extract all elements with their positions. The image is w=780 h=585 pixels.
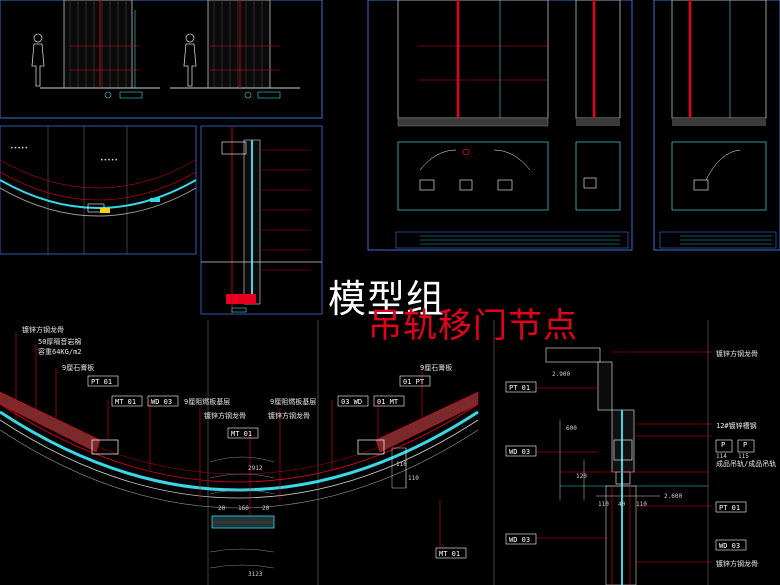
note-gypsum: 9厘石膏板 <box>62 363 94 372</box>
dim-110-a: 110 <box>396 461 407 468</box>
tag-mt-bottom <box>435 547 467 559</box>
br-elevation-2900: 2.900 <box>552 371 570 378</box>
bottom-left-annotations: 镀锌方钢龙骨 50厚隔音岩棉 容重64KG/m2 9厘石膏板 PT 01 MT … <box>22 325 467 578</box>
br-dim-110-b: 110 <box>636 501 647 508</box>
br-dim-40: 40 <box>618 501 626 508</box>
tag-mt-left <box>111 395 143 407</box>
tag-wd-left-label: WD 03 <box>151 398 172 406</box>
top-left-elevations <box>0 0 323 119</box>
br-note-track: 成品吊轨/成品吊轨 <box>716 459 776 468</box>
svg-text:•••••: ••••• <box>100 157 118 164</box>
br-tag-pt <box>505 381 537 393</box>
top-right-sheet-1 <box>367 0 633 251</box>
br-tag-wd-2-label: WD 03 <box>509 536 530 544</box>
br-tag-p114 <box>715 439 733 453</box>
br-note-channel: 12#镀锌槽钢 <box>716 421 757 430</box>
note-density: 容重64KG/m2 <box>38 347 82 356</box>
br-note-steel-keel: 镀锌方钢龙骨 <box>716 349 758 358</box>
tag-wd-right <box>337 395 369 407</box>
dim-110-b: 110 <box>408 475 419 482</box>
bottom-right-annotations: 镀锌方钢龙骨 2.900 PT 01 WD 03 600 12#镀锌槽钢 P 1… <box>505 349 776 568</box>
dim-20-b: 20 <box>262 505 270 512</box>
note-steel-keel: 镀锌方钢龙骨 <box>22 325 64 334</box>
br-tag-pt-label: PT 01 <box>509 384 530 392</box>
br-note-steel-keel-bottom: 镀锌方钢龙骨 <box>716 559 758 568</box>
human-figure-icon <box>183 33 197 87</box>
tag-mt-left-label: MT 01 <box>115 398 136 406</box>
watermark-text: 模型组 <box>328 277 446 321</box>
br-tag-wd-2 <box>505 533 537 545</box>
dim-3123: 3123 <box>248 571 263 578</box>
br-tag-p115-letter: P <box>743 441 747 449</box>
note-steel-keel-right: 镀锌方钢龙骨 <box>268 411 310 420</box>
note-steel-keel-center: 镀锌方钢龙骨 <box>204 411 246 420</box>
tag-pt-left-label: PT 01 <box>91 378 112 386</box>
tag-wd-left <box>147 395 179 407</box>
br-tag-wd-1-label: WD 03 <box>509 448 530 456</box>
br-tag-p115-num: 115 <box>738 453 749 460</box>
note-fire-board-left: 9厘阻燃板基层 <box>184 397 230 406</box>
bottom-right-track-section <box>493 320 712 585</box>
mid-vertical-section <box>200 125 323 315</box>
br-tag-p114-letter: P <box>721 441 725 449</box>
br-tag-p114-num: 114 <box>716 453 727 460</box>
svg-text:•••••: ••••• <box>10 145 28 152</box>
tag-mt-bottom-label: MT 01 <box>439 550 460 558</box>
tag-pt-right-label: 01 PT <box>403 378 425 386</box>
br-tag-wd-3 <box>715 539 747 551</box>
br-tag-pt-bottom-label: PT 01 <box>719 504 740 512</box>
tag-mt-right-label: 01 MT <box>377 398 399 406</box>
dim-160: 160 <box>238 505 249 512</box>
tag-mt-right <box>373 395 405 407</box>
tag-mt-center <box>227 427 259 439</box>
tag-pt-right <box>399 375 431 387</box>
br-elevation-2600: 2.600 <box>664 493 682 500</box>
top-right-sheet-2 <box>653 0 780 251</box>
br-dim-120: 120 <box>576 473 587 480</box>
human-figure-icon <box>31 33 45 87</box>
br-tag-p115 <box>737 439 755 453</box>
br-tag-wd-1 <box>505 445 537 457</box>
mid-left-curved-plan: ••••• ••••• <box>0 125 197 255</box>
note-gypsum-right: 9厘石膏板 <box>420 363 452 372</box>
br-dim-600: 600 <box>566 425 577 432</box>
tag-mt-center-label: MT 01 <box>231 430 252 438</box>
br-tag-wd-3-label: WD 03 <box>719 542 740 550</box>
drawing-title: 吊轨移门节点 <box>368 306 578 346</box>
br-dim-110-a: 110 <box>598 501 609 508</box>
bottom-left-curved-wall-detail <box>0 320 479 585</box>
br-tag-pt-bottom <box>715 501 747 513</box>
tag-pt-left <box>87 375 119 387</box>
note-fire-board-right: 9厘阻燃板基层 <box>270 397 316 406</box>
dim-20-a: 20 <box>218 505 226 512</box>
note-rockwool: 50厚隔音岩棉 <box>38 337 81 346</box>
dim-2912: 2912 <box>248 465 263 472</box>
tag-wd-right-label: 03 WD <box>341 398 362 406</box>
